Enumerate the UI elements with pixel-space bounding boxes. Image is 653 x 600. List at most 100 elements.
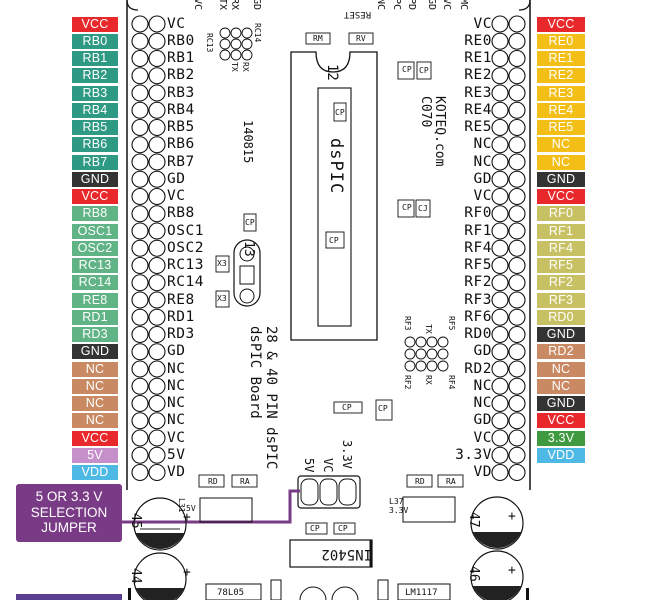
right-signal-name: RF3 [464, 291, 492, 308]
header-pin [148, 360, 166, 378]
left-pin-label: RB5 [72, 120, 118, 135]
left-pin-label: GND [72, 171, 118, 187]
right-signal-name: NC [473, 377, 492, 394]
header-pin [491, 308, 509, 326]
header-pin [131, 222, 149, 240]
right-pin-label: NC [537, 378, 585, 394]
regulator-33-label: LM1117 [405, 588, 438, 598]
right-pin-label: RE2 [537, 68, 585, 84]
svg-text:+: + [508, 509, 516, 524]
header-pin [491, 222, 509, 240]
header-pin [491, 101, 509, 119]
header-pin [491, 15, 509, 33]
label-rc13: RC13 [205, 33, 214, 53]
capacitor-46 [470, 550, 524, 600]
label-tx: TX [230, 62, 239, 72]
left-signal-name: NC [167, 395, 186, 411]
right-signal-name: GD [473, 412, 492, 429]
right-signal-name: VD [473, 464, 492, 480]
header-pin [131, 343, 149, 361]
label-rf3: RF3 [403, 316, 412, 331]
annotation-line2: SELECTION [30, 504, 108, 520]
right-pin-label: VCC [537, 189, 585, 204]
right-signal-name: RF4 [464, 239, 492, 256]
regulator-5v-label: 78L05 [217, 588, 245, 598]
header-pin [148, 222, 166, 240]
header-pin [148, 429, 166, 447]
left-signal-name: RE8 [167, 291, 195, 308]
right-signal-name: VC [473, 15, 492, 32]
label-rd-right: RD [415, 477, 425, 486]
right-pin-label: RE1 [537, 51, 585, 66]
annotation-line1: 5 OR 3.3 V [35, 489, 103, 504]
header-pin [491, 429, 509, 447]
left-pin-label: 5V [72, 447, 118, 463]
top-label-reset: RESET [344, 9, 372, 19]
right-signal-name: RF2 [464, 274, 492, 291]
dspic-chip [290, 51, 378, 341]
header-pin [148, 446, 166, 464]
label-rm: RM [313, 34, 323, 43]
left-pin-label: VCC [72, 16, 118, 32]
label-cp-6: CP [245, 218, 255, 227]
left-pin-label: NC [72, 413, 118, 429]
header-pin [148, 377, 166, 395]
right-signal-name: RE2 [464, 67, 492, 84]
left-signal-name: GD [167, 343, 186, 360]
header-pin [131, 101, 149, 119]
right-signal-name: RF0 [464, 205, 492, 222]
header-pin [148, 256, 166, 275]
header-pin [491, 32, 509, 50]
label-cp-5: CP [329, 236, 339, 245]
left-pin-label: RB2 [72, 68, 118, 84]
label-l37: L37 [389, 497, 404, 506]
header-pin [508, 325, 526, 344]
left-signal-name: RB3 [167, 84, 195, 101]
header-pin [148, 153, 166, 171]
header-pin [508, 291, 526, 309]
right-pin-label: RD0 [537, 309, 585, 325]
jumper-label-vc: VC [321, 458, 335, 473]
left-pin-label: OSC1 [72, 223, 118, 239]
right-pin-label: RF4 [537, 240, 585, 256]
header-pin [491, 153, 509, 171]
label-rf5: RF5 [447, 316, 456, 331]
right-pin-label: RE3 [537, 85, 585, 101]
header-pin [131, 412, 149, 430]
header-pin [508, 84, 526, 102]
left-pin-label: RB3 [72, 85, 118, 101]
label-x3-1: X3 [217, 259, 227, 268]
header-pin [148, 394, 166, 413]
left-signal-name: RB2 [167, 67, 195, 84]
label-ra-right: RA [446, 477, 456, 486]
header-pin [131, 256, 149, 275]
voltage-jumper[interactable] [297, 475, 361, 509]
header-pin [148, 84, 166, 102]
right-signal-name: 3.3V [455, 446, 492, 463]
header-pin [508, 308, 526, 326]
right-signal-name: VC [473, 188, 492, 204]
label-rf2: RF2 [403, 375, 412, 390]
header-pin [508, 153, 526, 171]
header-pin [148, 239, 166, 257]
board-date: 140815 [241, 120, 255, 164]
left-signal-name: NC [167, 412, 186, 429]
left-signal-name: RB8 [167, 205, 195, 222]
header-pin [508, 170, 526, 188]
right-pin-label: RF3 [537, 292, 585, 308]
header-pin [508, 360, 526, 378]
top-label-vc2: VC [441, 0, 452, 11]
right-pin-label: NC [537, 361, 585, 377]
left-pin-label: RC14 [72, 275, 118, 291]
header-pin [131, 205, 149, 223]
header-pin [508, 377, 526, 395]
label-rc14: RC14 [253, 23, 262, 43]
header-pin [491, 360, 509, 378]
header-pin [508, 463, 526, 482]
left-signal-name: RB7 [167, 153, 195, 170]
right-signal-name: RD2 [464, 360, 492, 377]
header-pin [131, 49, 149, 68]
annotation-line3: JUMPER [41, 520, 97, 535]
left-pin-label: GND [72, 344, 118, 360]
right-signal-name: RF5 [464, 257, 492, 273]
